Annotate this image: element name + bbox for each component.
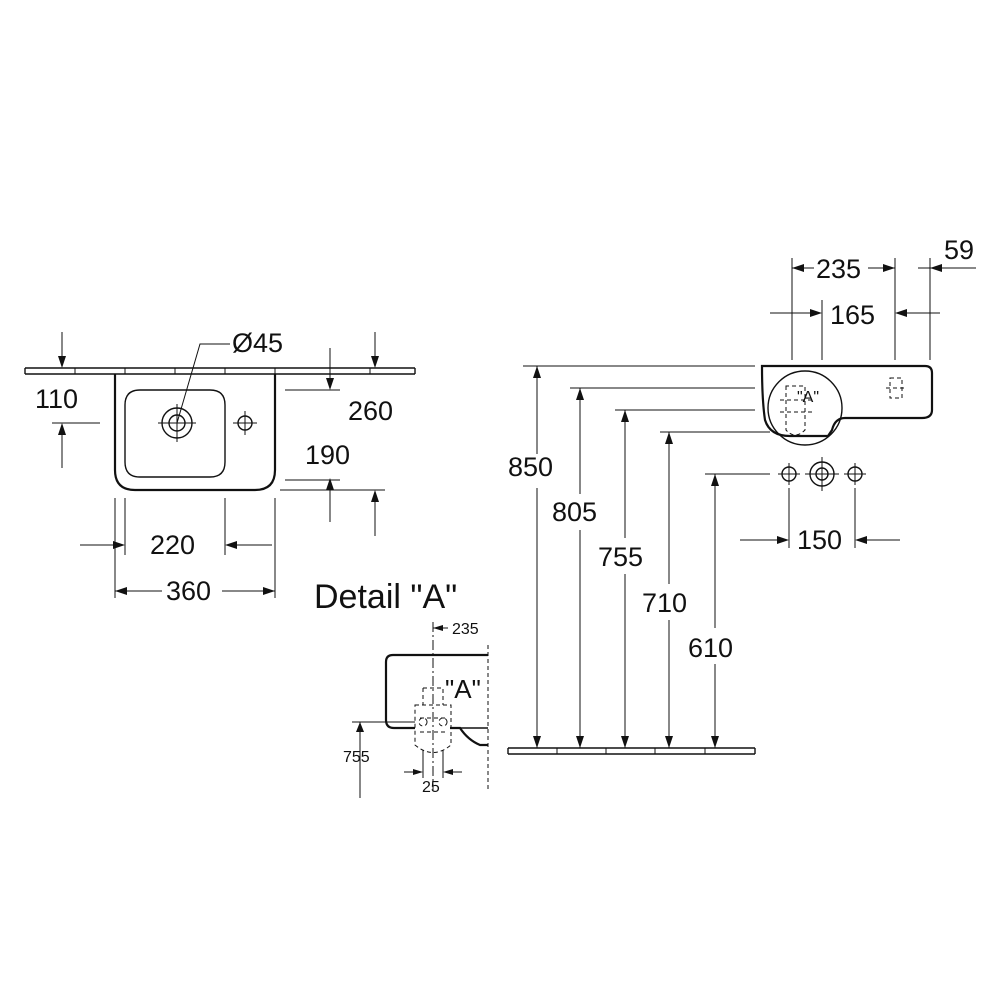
fixing-holes — [778, 457, 866, 491]
dim-710: 710 — [642, 588, 687, 618]
dim-850: 850 — [508, 452, 553, 482]
elevation-view: "A" 850 805 755 71 — [507, 235, 976, 755]
elevation-detail-ref: "A" — [797, 389, 819, 406]
dim-610: 610 — [688, 633, 733, 663]
dim-235: 235 — [816, 254, 861, 284]
basin-bowl — [124, 389, 226, 478]
detail-title: Detail "A" — [314, 578, 457, 616]
detail-dim-755: 755 — [343, 749, 370, 766]
dim-805: 805 — [552, 497, 597, 527]
floor-line — [507, 747, 756, 755]
dim-220: 220 — [150, 530, 195, 560]
detail-dim-25: 25 — [422, 779, 440, 796]
detail-a-view: Detail "A" "A" 235 755 25 — [314, 578, 489, 798]
detail-label: "A" — [445, 674, 481, 704]
basin-side-profile — [760, 364, 934, 438]
detail-a-circle — [767, 370, 843, 446]
dim-190: 190 — [305, 440, 350, 470]
dim-755: 755 — [598, 542, 643, 572]
overflow-hole — [233, 411, 257, 435]
plan-wall — [24, 367, 416, 375]
dim-150: 150 — [797, 525, 842, 555]
basin-outline — [113, 374, 277, 492]
dim-110: 110 — [35, 384, 78, 414]
dim-diameter-45: Ø45 — [232, 328, 283, 358]
dim-165: 165 — [830, 300, 875, 330]
plan-view: Ø45 110 260 190 220 360 — [24, 328, 416, 606]
dim-360: 360 — [166, 576, 211, 606]
dim-59: 59 — [944, 235, 974, 265]
detail-dim-235: 235 — [452, 621, 479, 638]
dim-260: 260 — [348, 396, 393, 426]
